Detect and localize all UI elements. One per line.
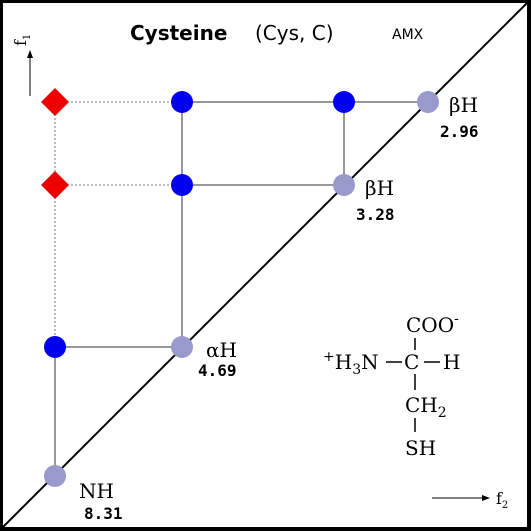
- diagonal-peak: [333, 174, 355, 196]
- amine-group: +H3N: [323, 349, 379, 378]
- cross-peak: [171, 174, 193, 196]
- peak-shift: 3.28: [356, 205, 395, 224]
- f1-axis-label: f1: [11, 34, 33, 46]
- cysteine-structure: COO- +H3N C H CH2 SH: [323, 311, 460, 460]
- f2-arrow-head: [482, 495, 490, 501]
- title-abbrev: (Cys, C): [255, 21, 334, 45]
- f2-axis-label: f2: [496, 489, 508, 511]
- peak-shift: 2.96: [440, 122, 479, 141]
- cross-peak: [171, 91, 193, 113]
- cross-peak: [44, 336, 66, 358]
- cross-peak: [333, 91, 355, 113]
- carboxyl-group: COO-: [406, 311, 459, 337]
- diagonal-peak: [171, 336, 193, 358]
- peak-label: αH: [206, 338, 237, 362]
- peak-label: βH: [365, 176, 394, 200]
- f1-arrow-head: [27, 50, 33, 58]
- peak-shift: 4.69: [198, 361, 237, 380]
- remote-peak-diamond: [41, 171, 69, 199]
- remote-peak-diamond: [41, 88, 69, 116]
- spin-system-label: AMX: [392, 27, 424, 43]
- methylene-group: CH2: [405, 393, 447, 421]
- peak-shift: 8.31: [84, 504, 123, 523]
- peak-label: βH: [449, 93, 478, 117]
- diagonal-peak: [417, 91, 439, 113]
- peak-label: NH: [79, 479, 114, 503]
- coupling-connectors: [54, 101, 428, 476]
- title-name: Cysteine: [130, 21, 227, 45]
- alpha-carbon: C: [404, 350, 419, 374]
- alpha-hydrogen: H: [443, 350, 460, 374]
- thiol-group: SH: [405, 436, 436, 460]
- diagonal-peak: [44, 465, 66, 487]
